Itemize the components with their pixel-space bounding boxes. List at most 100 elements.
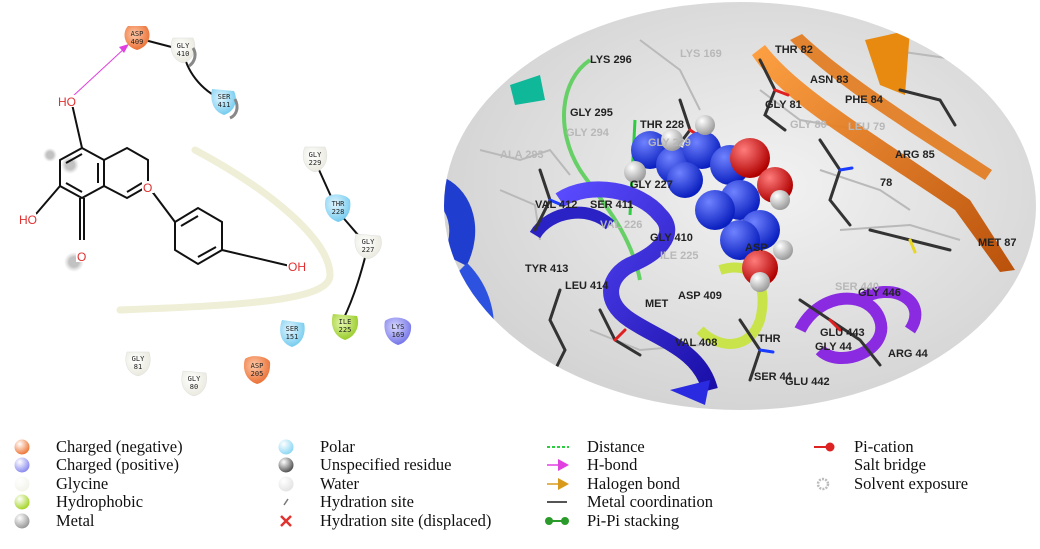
legend-item-glycine: Glycine xyxy=(14,474,183,493)
legend-item-distance: Distance xyxy=(545,437,713,456)
legend-item-metal: Metal xyxy=(14,510,183,530)
label3d-gly446: GLY 446 xyxy=(858,287,901,299)
oh-top-label: HO xyxy=(58,95,76,109)
legend-symbol-ball-icon xyxy=(14,476,30,492)
legend-label: Metal coordination xyxy=(587,492,714,512)
legend-symbol-pin-icon xyxy=(814,442,835,452)
legend-item-solvent-exposure: Solvent exposure xyxy=(812,473,969,493)
legend-symbol-ball-icon xyxy=(14,513,30,529)
ho-left-label: HO xyxy=(19,213,37,227)
label3d-gly410: GLY 410 xyxy=(650,232,693,244)
legend-item-h-bond: H-bond xyxy=(545,456,713,474)
legend-label: Solvent exposure xyxy=(854,473,969,493)
residue-asp409: ASP 409 xyxy=(124,26,150,50)
label3d-leu79: LEU 79 xyxy=(848,121,885,133)
pocket-boundary xyxy=(116,146,334,314)
legend-label: Distance xyxy=(587,437,645,456)
legend-item-polar: Polar xyxy=(278,437,491,456)
legend-label: Unspecified residue xyxy=(320,455,452,475)
residue-label-text: ASP xyxy=(251,362,264,370)
blue-helix xyxy=(444,178,718,393)
label3d-gly295: GLY 295 xyxy=(570,107,613,119)
label3d-ile78: 78 xyxy=(880,177,892,189)
oh-right-label: OH xyxy=(288,260,306,274)
legend-item-charged-positive: Charged (positive) xyxy=(14,456,183,474)
legend-symbol-tick-icon xyxy=(283,498,289,506)
h-bond-arrow xyxy=(71,44,129,98)
orange-ribbon xyxy=(752,30,1015,272)
residue-gly229: GLY 229 xyxy=(302,146,328,173)
legend-symbol-line-icon xyxy=(547,501,567,504)
label3d-val226: VAL 226 xyxy=(600,219,642,231)
label3d-gly229: GLY 229 xyxy=(648,137,691,149)
residue-label-text: GLY xyxy=(188,375,201,383)
legend-label: Pi-Pi stacking xyxy=(587,510,680,530)
green-loop xyxy=(562,58,642,281)
label3d-glu442: GLU 442 xyxy=(785,376,830,388)
legend-label: Pi-cation xyxy=(854,437,914,456)
legend-label: Charged (negative) xyxy=(56,437,183,456)
residue-label-text: 229 xyxy=(309,159,322,167)
residue-label-text: GLY xyxy=(309,151,322,159)
residue-asp205: ASP 205 xyxy=(243,356,271,384)
backbone-connections xyxy=(136,37,369,321)
label3d-gly444: GLY 44 xyxy=(815,341,853,353)
residue-label-text: 80 xyxy=(190,383,198,391)
legend-label: Hydration site xyxy=(320,492,414,512)
legend-item-pi-cation: Pi-cation xyxy=(812,437,968,456)
legend-symbol-dashed-icon xyxy=(547,446,569,448)
legend-col1: Charged (negative)Charged (positive)Glyc… xyxy=(14,437,183,530)
legend-item-halogen-bond: Halogen bond xyxy=(545,473,713,493)
residue-gly410: GLY 410 xyxy=(170,37,197,68)
purple-helix xyxy=(794,285,922,365)
label3d-glu443: GLU 443 xyxy=(820,327,865,339)
label3d-phe84: PHE 84 xyxy=(845,94,884,106)
ligand-interaction-diagram: HO HO OH O O ASP 409 GLY 410 SER 411 xyxy=(18,26,412,397)
legend-item-charged-negative: Charged (negative) xyxy=(14,437,183,456)
legend-symbol-ball-icon xyxy=(278,476,294,492)
residue-label-text: 409 xyxy=(131,38,144,46)
legend-label: Charged (positive) xyxy=(56,455,179,475)
legend-item-hydration-site-displaced: Hydration site (displaced) xyxy=(278,511,491,530)
label3d-asn83: ASN 83 xyxy=(810,74,849,86)
residue-label-text: 227 xyxy=(362,246,375,254)
label3d-ala293: ALA 293 xyxy=(500,149,544,161)
legend-symbol-ball-icon xyxy=(14,494,30,510)
label3d-lys169: LYS 169 xyxy=(680,48,722,60)
residue-gly80: GLY 80 xyxy=(181,370,207,397)
residue-label-text: 205 xyxy=(251,370,264,378)
residue-label-text: 225 xyxy=(339,326,352,334)
legend-symbol-ball-icon xyxy=(278,439,294,455)
ring-oxygen-label: O xyxy=(143,181,152,195)
label3d-ser44: SER 44 xyxy=(754,371,793,383)
legend-symbol-arrow-icon xyxy=(547,477,569,490)
residue-label-text: LYS xyxy=(392,323,405,331)
label3d-val408: VAL 408 xyxy=(675,337,717,349)
legend-item-salt-bridge: Salt bridge xyxy=(812,456,968,474)
label3d-ser411: SER 411 xyxy=(590,199,633,211)
residue-label-text: ASP xyxy=(131,30,144,38)
residue-lys169: LYS 169 xyxy=(384,317,412,345)
residue-label-text: GLY xyxy=(177,42,190,50)
residue-label-text: THR xyxy=(332,200,345,208)
legend-symbol-gradline-icon xyxy=(814,464,834,467)
label3d-gly227: GLY 227 xyxy=(630,179,673,191)
residue-label-text: SER xyxy=(218,93,231,101)
residue-gly227: GLY 227 xyxy=(354,233,382,260)
legend-label: Hydrophobic xyxy=(56,492,144,512)
label3d-arg44: ARG 44 xyxy=(888,348,929,360)
ligand-structure xyxy=(35,103,291,267)
label3d-tyr413: TYR 413 xyxy=(525,263,568,275)
residue-ser411: SER 411 xyxy=(211,89,239,120)
residue-label-text: GLY xyxy=(132,355,145,363)
label3d-thr: THR xyxy=(758,333,781,345)
legend-label: Metal xyxy=(56,510,95,530)
legend-symbol-ball-icon xyxy=(14,439,30,455)
label3d-ile225: ILE 225 xyxy=(660,250,699,262)
residue-label-text: 81 xyxy=(134,363,142,371)
legend-label: H-bond xyxy=(587,455,638,475)
residue-thr228: THR 228 xyxy=(324,194,351,222)
legend-label: Halogen bond xyxy=(587,473,681,493)
